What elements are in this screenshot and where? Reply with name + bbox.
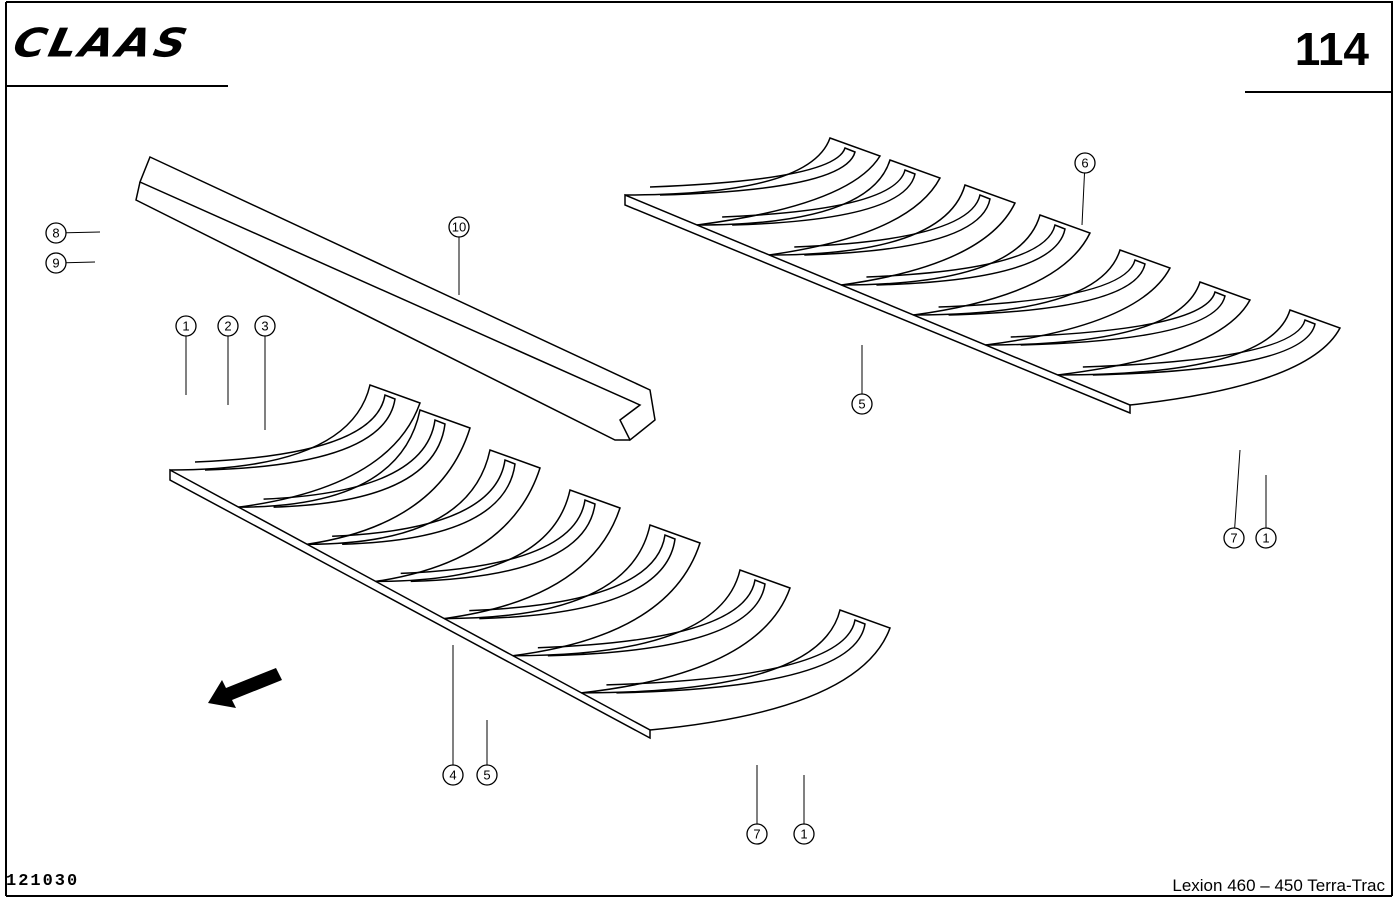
- callout-2: 2: [217, 315, 239, 405]
- callout-number: 7: [1230, 531, 1237, 546]
- grate-slot: [263, 418, 446, 508]
- grate-fin: [913, 249, 1172, 346]
- page-frame: [5, 1, 1393, 897]
- reference-number: 121030: [6, 872, 80, 891]
- grate-slot: [794, 193, 991, 256]
- grate-slot: [722, 168, 916, 226]
- callout-number: 1: [1262, 531, 1269, 546]
- grate-fin: [581, 609, 891, 731]
- callout-6: 6: [1074, 152, 1096, 226]
- callout-8: 8: [45, 222, 101, 244]
- grate-slot: [1082, 318, 1316, 376]
- grate-slot: [537, 578, 766, 657]
- callout-number: 8: [52, 226, 59, 241]
- grate-slot: [332, 458, 516, 546]
- grate-fin: [169, 384, 421, 508]
- callout-number: 6: [1081, 156, 1088, 171]
- callout-1: 1: [1255, 475, 1277, 549]
- concave-grate-rear: [624, 137, 1342, 415]
- angle-bar: [135, 155, 656, 442]
- grate-slot: [938, 258, 1146, 316]
- grate-slot: [1010, 290, 1226, 346]
- grate-fin: [624, 137, 882, 226]
- page-number: 114: [1294, 23, 1369, 75]
- grate-slot: [400, 498, 596, 583]
- callout-number: 1: [800, 827, 807, 842]
- grate-fin: [697, 159, 942, 256]
- grate-fin: [512, 569, 791, 694]
- grate-fin: [985, 281, 1252, 376]
- callout-4: 4: [442, 645, 464, 786]
- grate-fin: [375, 489, 621, 620]
- grate-slot: [194, 393, 396, 471]
- callout-9: 9: [45, 252, 96, 274]
- callout-5: 5: [476, 720, 498, 786]
- callout-number: 3: [261, 319, 268, 334]
- callout-number: 5: [858, 397, 865, 412]
- model-label: Lexion 460 – 450 Terra-Trac: [1172, 876, 1385, 895]
- callout-number: 1: [182, 319, 189, 334]
- grate-slot: [606, 618, 866, 694]
- callout-number: 2: [224, 319, 231, 334]
- callout-5: 5: [851, 345, 873, 415]
- grate-slot: [866, 223, 1066, 286]
- direction-arrow-icon: [208, 668, 282, 708]
- callout-1: 1: [793, 775, 815, 845]
- callout-3: 3: [254, 315, 276, 430]
- grate-fin: [444, 524, 701, 657]
- callout-10: 10: [448, 216, 470, 295]
- callout-number: 5: [483, 768, 490, 783]
- concave-grate-front: [169, 384, 891, 740]
- grate-fin: [769, 184, 1017, 286]
- callout-7: 7: [746, 765, 768, 845]
- grate-slot: [469, 533, 676, 620]
- grate-fin: [1057, 309, 1342, 406]
- callout-number: 9: [52, 256, 59, 271]
- grate-fin: [238, 409, 471, 546]
- callout-number: 10: [452, 220, 466, 235]
- grate-fin: [841, 214, 1092, 316]
- callout-number: 7: [753, 827, 760, 842]
- callout-7: 7: [1223, 449, 1245, 549]
- grate-slot: [649, 147, 856, 196]
- grate-fin: [307, 449, 541, 583]
- callout-1: 1: [175, 315, 197, 395]
- callout-number: 4: [449, 768, 456, 783]
